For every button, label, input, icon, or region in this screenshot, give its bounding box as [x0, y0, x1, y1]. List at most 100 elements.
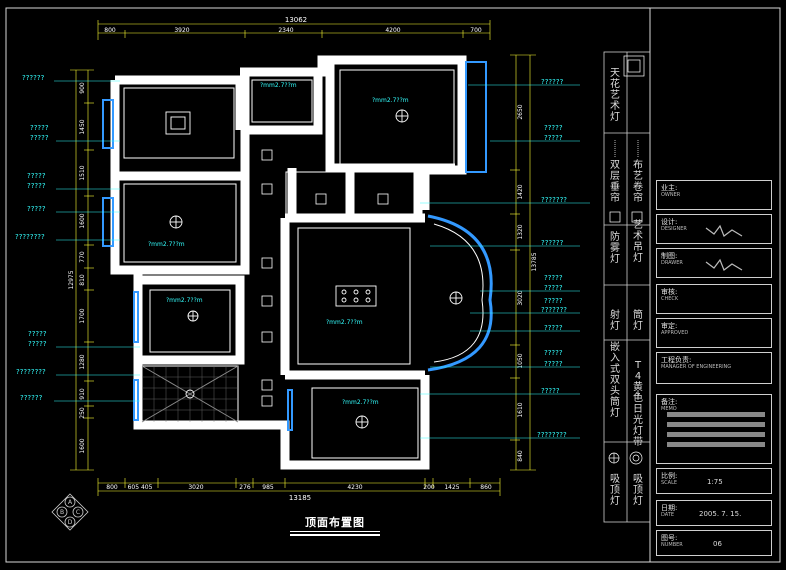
- window-frames: [102, 61, 493, 431]
- compass-letter: B: [60, 509, 64, 516]
- left-note: ????????: [16, 368, 46, 376]
- drawing-border: [5, 7, 781, 563]
- bottom-dim-label: 605 405: [128, 484, 153, 491]
- bottom-dimensions: [97, 478, 501, 496]
- right-total-dim: 13785: [531, 252, 538, 271]
- legend-label: 射灯: [610, 309, 620, 332]
- left-dim-label: 1600: [79, 213, 86, 228]
- left-note: ????????: [15, 233, 45, 241]
- tb-engineering: 工程负责: MANAGER OF ENGINEERING: [656, 352, 772, 384]
- ceiling-height: ?mm2.7??m: [166, 297, 203, 304]
- title-underline-thick: [290, 534, 380, 536]
- signature-marks: [705, 224, 743, 271]
- right-dim-label: 1420: [517, 184, 524, 199]
- approve-sub: APPROVED: [661, 330, 689, 336]
- legend-label: 双层垂帘: [610, 159, 620, 204]
- right-note: ?????: [544, 274, 563, 282]
- tb-memo: 备注: MEMO: [656, 394, 772, 464]
- legend-label: 筒灯: [633, 308, 643, 332]
- left-dim-label: 250: [79, 407, 86, 419]
- designer-sub: DESIGNER: [661, 226, 687, 232]
- right-note: ?????: [544, 324, 563, 332]
- left-dim-label: 910: [79, 388, 86, 400]
- bottom-dim-label: 276: [239, 484, 251, 491]
- left-dim-label: 1600: [79, 438, 86, 453]
- right-note: ?????: [544, 360, 563, 368]
- legend-labels: 天花艺术灯 双层垂帘 布艺卷帘 艺术吊灯 防雾灯 射灯 筒灯 嵌入式双头筒灯 T…: [610, 68, 643, 507]
- left-dim-label: 1700: [79, 308, 86, 323]
- drawing-title: 顶面布置图: [305, 516, 365, 529]
- right-dim-label: 840: [517, 450, 524, 462]
- left-note: ?????: [30, 134, 49, 142]
- date-value: 2005. 7. 15.: [699, 510, 742, 518]
- legend-label: 吸顶灯: [633, 474, 643, 507]
- ceiling-height: ?mm2.7??m: [260, 82, 297, 89]
- scale-value: 1:75: [707, 478, 723, 486]
- date-label: 日期:: [661, 504, 678, 512]
- plan-thin-lines: [123, 69, 455, 459]
- legend-label: 布艺卷帘: [633, 159, 643, 204]
- right-note: ??????: [541, 239, 564, 247]
- left-dim-label: 1280: [79, 354, 86, 369]
- tb-check: 审核: CHECK: [656, 284, 772, 314]
- tb-designer: 设计: DESIGNER: [656, 214, 772, 244]
- left-dim-label: 810: [79, 274, 86, 286]
- right-note: ???????: [541, 196, 567, 204]
- compass-letter: A: [68, 499, 73, 506]
- tb-approved: 审定: APPROVED: [656, 318, 772, 348]
- right-note: ????????: [537, 431, 567, 439]
- left-dim-labels: 900 1450 1510 1600 770 810 1700 1280 910…: [68, 82, 86, 454]
- spot-fixtures: [261, 149, 389, 407]
- designer-label: 设计:: [661, 218, 678, 226]
- bottom-dim-label: 4230: [347, 484, 362, 491]
- number-value: 06: [713, 540, 722, 548]
- right-note: ?????: [544, 134, 563, 142]
- legend-label: 天花艺术灯: [610, 68, 620, 123]
- right-note: ?????: [541, 387, 560, 395]
- bottom-dim-label: 985: [262, 484, 274, 491]
- right-dim-labels: 2650 1420 1320 3020 1050 1610 840 13785: [517, 104, 538, 462]
- scale-label: 比例:: [661, 472, 678, 480]
- left-dim-label: 770: [79, 251, 86, 263]
- legend-label: 艺术吊灯: [633, 219, 643, 264]
- check-label: 审核:: [661, 288, 678, 296]
- right-note: ??????: [541, 78, 564, 86]
- left-total-dim: 12975: [68, 270, 75, 289]
- engineering-label: 工程负责:: [661, 356, 692, 364]
- legend-symbols: [608, 55, 645, 465]
- memo-label: 备注:: [661, 398, 678, 406]
- compass-letters: A B C D: [60, 499, 80, 526]
- drawer-sub: DRAWER: [661, 260, 683, 266]
- approve-label: 审定:: [661, 322, 678, 330]
- owner-sub: OWNER: [661, 192, 681, 198]
- ceiling-height-labels: ?mm2.7??m ?mm2.7??m ?mm2.7??m ?mm2.7??m …: [148, 82, 409, 406]
- tb-scale: 比例: SCALE 1:75: [656, 468, 772, 494]
- scale-sub: SCALE: [661, 480, 678, 486]
- left-notes: ?????? ????? ????? ????? ????? ????? ???…: [15, 74, 49, 402]
- owner-label: 业主:: [661, 184, 678, 192]
- number-label: 图号:: [661, 534, 678, 542]
- left-note: ?????: [28, 330, 47, 338]
- left-dim-label: 900: [79, 82, 86, 94]
- date-sub: DATE: [661, 512, 675, 518]
- engineering-sub: MANAGER OF ENGINEERING: [661, 364, 732, 370]
- compass-letter: D: [68, 519, 73, 526]
- bottom-total-dim: 13185: [289, 494, 311, 502]
- ceiling-height: ?mm2.7??m: [372, 97, 409, 104]
- bottom-dim-label: 3020: [188, 484, 203, 491]
- legend-label: 防雾灯: [610, 230, 620, 265]
- bottom-dim-label: 200: [423, 484, 435, 491]
- top-dimensions: [97, 20, 491, 40]
- ceiling-lamps: [165, 109, 463, 429]
- right-note: ?????: [544, 284, 563, 292]
- left-dim-label: 1450: [79, 119, 86, 134]
- compass-icon: [51, 493, 89, 531]
- drawer-label: 制图:: [661, 252, 678, 260]
- right-note: ?????: [544, 297, 563, 305]
- plan-walls: [110, 55, 467, 470]
- tile-pattern: [142, 366, 238, 422]
- legend-label: 吸顶灯: [610, 474, 620, 507]
- right-note: ???????: [541, 306, 567, 314]
